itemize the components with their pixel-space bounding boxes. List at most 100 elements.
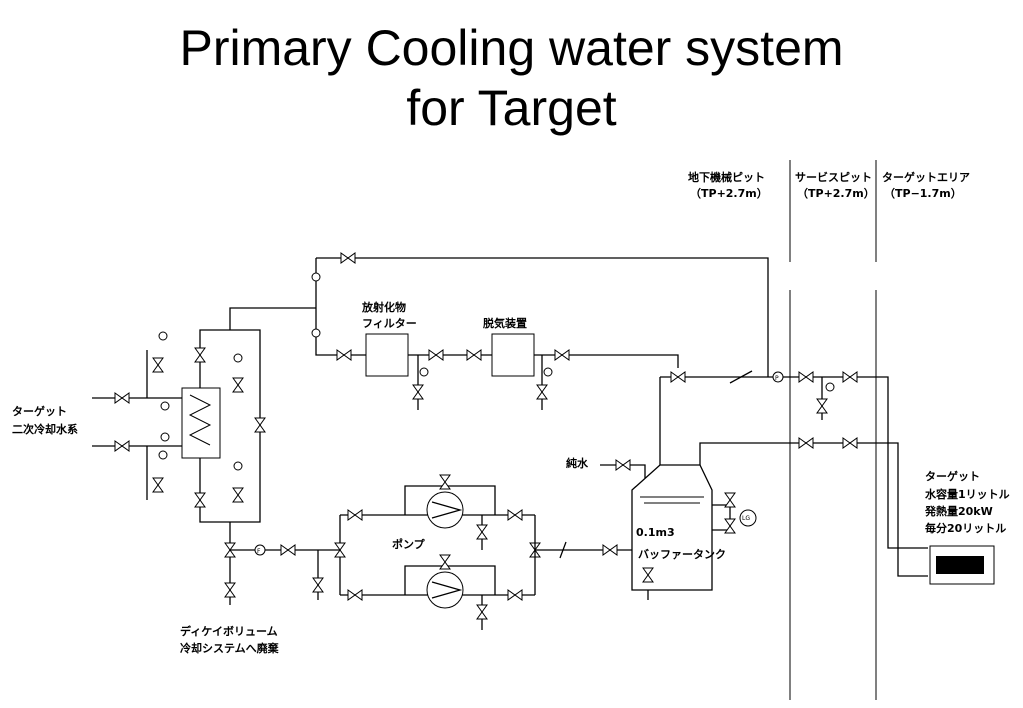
hx-bypass-valve <box>254 417 266 433</box>
buffer-tank-label: バッファータンク <box>638 548 726 561</box>
slide-title: Primary Cooling water system for Target <box>0 18 1023 138</box>
degasser-gauge <box>543 367 553 377</box>
temp-sensor-mid <box>311 328 321 338</box>
supply-valve-2 <box>842 371 858 383</box>
pump-1-bypass-valve <box>439 474 451 490</box>
supply-valve-1 <box>798 371 814 383</box>
level-valve-2 <box>724 518 736 534</box>
zone-target-area-level: （TP−1.7m） <box>884 187 962 200</box>
secondary-lines <box>92 397 182 447</box>
check-valve <box>729 370 753 384</box>
secondary-out-valve <box>114 440 130 452</box>
pump-2-inlet-valve <box>347 589 363 601</box>
decay-valve <box>224 582 236 598</box>
tank-volume: 0.1m3 <box>636 526 675 539</box>
zone-machine-pit-level: （TP+2.7m） <box>690 187 768 200</box>
target-core <box>936 556 984 574</box>
level-valve-1 <box>724 492 736 508</box>
zone-target-area: ターゲットエリア <box>882 170 970 184</box>
hx-vent-valve <box>232 377 244 393</box>
bypass-valve <box>340 252 356 264</box>
pump-1-arrow <box>431 501 463 519</box>
return-valve-1 <box>798 437 814 449</box>
degasser-drain-valve <box>536 384 548 400</box>
pure-water-line <box>600 464 646 478</box>
decay-label-2: 冷却システムへ廃棄 <box>180 641 280 655</box>
target-label-4: 毎分20リットル <box>925 521 1006 535</box>
filter-label-1: 放射化物 <box>361 300 406 314</box>
pump-label: ポンプ <box>392 537 426 551</box>
pump-1 <box>426 491 464 529</box>
discharge-valve <box>280 544 296 556</box>
pump-2-drain-valve <box>476 604 488 620</box>
title-line-2: for Target <box>406 80 617 136</box>
level-gauge-label: LG <box>742 515 750 522</box>
filter-gauge <box>419 367 429 377</box>
bypass-line <box>316 257 769 377</box>
three-way-valve <box>670 371 686 383</box>
pump-2-outlet-valve <box>507 589 523 601</box>
filter-line <box>229 307 679 368</box>
zone-machine-pit: 地下機械ピット <box>688 170 765 184</box>
temp-sensor-top <box>311 272 321 282</box>
return-valve-2 <box>842 437 858 449</box>
target-label-2: 水容量1リットル <box>925 487 1010 501</box>
pressure-gauge-supply-label: P <box>775 375 779 382</box>
secondary-label-2: 二次冷却水系 <box>12 422 78 436</box>
filter-outlet-valve <box>428 349 444 361</box>
pump-2-bypass-valve <box>439 554 451 570</box>
filter-drain-valve <box>412 384 424 400</box>
pump-1-drain-valve <box>476 524 488 540</box>
degasser <box>491 333 535 377</box>
secondary-vent-valve <box>152 357 164 373</box>
hx-pressure-top <box>233 353 243 363</box>
title-line-1: Primary Cooling water system <box>179 20 844 76</box>
discharge-sample-valve <box>312 577 324 593</box>
degasser-inlet-valve <box>466 349 482 361</box>
secondary-pressure-top <box>158 331 168 341</box>
tank-outlet-valve <box>602 544 618 556</box>
sample-valve <box>816 398 828 414</box>
secondary-in-valve <box>114 392 130 404</box>
tank-check-valve <box>559 541 567 559</box>
filter-label-2: フィルター <box>362 317 417 330</box>
drain-lines <box>417 355 543 410</box>
pressure-gauge-supply <box>772 371 784 383</box>
hx-inlet-valve <box>194 347 206 363</box>
pump-bypass <box>404 485 496 595</box>
conductivity-sensor <box>825 382 835 392</box>
level-gauge-line <box>712 504 731 531</box>
pump-2-arrow <box>431 581 463 599</box>
secondary-temp-out <box>160 432 170 442</box>
tank-water-level <box>640 496 704 504</box>
filter-inlet-valve <box>336 349 352 361</box>
target-label-1: ターゲット <box>925 469 980 483</box>
pure-water-label: 純水 <box>566 456 589 470</box>
heat-exchanger <box>181 387 221 459</box>
target-label-3: 発熱量20kW <box>924 504 993 518</box>
hx-coil <box>188 394 212 446</box>
secondary-temp-in <box>160 401 170 411</box>
discharge-line <box>229 522 340 551</box>
level-gauge <box>739 509 757 527</box>
buffer-tank <box>631 464 713 591</box>
flow-meter-label: F <box>257 548 261 555</box>
hx-pressure-bottom <box>233 461 243 471</box>
flow-meter <box>254 544 266 556</box>
return-line <box>699 442 928 577</box>
pump-1-outlet-valve <box>507 509 523 521</box>
radioactive-filter <box>365 333 409 377</box>
pump-2 <box>426 571 464 609</box>
hx-drain-valve <box>232 487 244 503</box>
degasser-label: 脱気装置 <box>483 316 527 330</box>
hx-outlet-valve <box>194 492 206 508</box>
decay-label-1: ディケイボリューム <box>180 624 278 638</box>
zone-service-pit: サービスピット <box>795 170 872 184</box>
pure-water-valve <box>615 459 631 471</box>
secondary-drain-valve <box>152 477 164 493</box>
degasser-outlet-valve <box>554 349 570 361</box>
tank-drain-valve <box>642 567 654 583</box>
secondary-label-1: ターゲット <box>12 404 67 418</box>
zone-service-pit-level: （TP+2.7m） <box>797 187 875 200</box>
